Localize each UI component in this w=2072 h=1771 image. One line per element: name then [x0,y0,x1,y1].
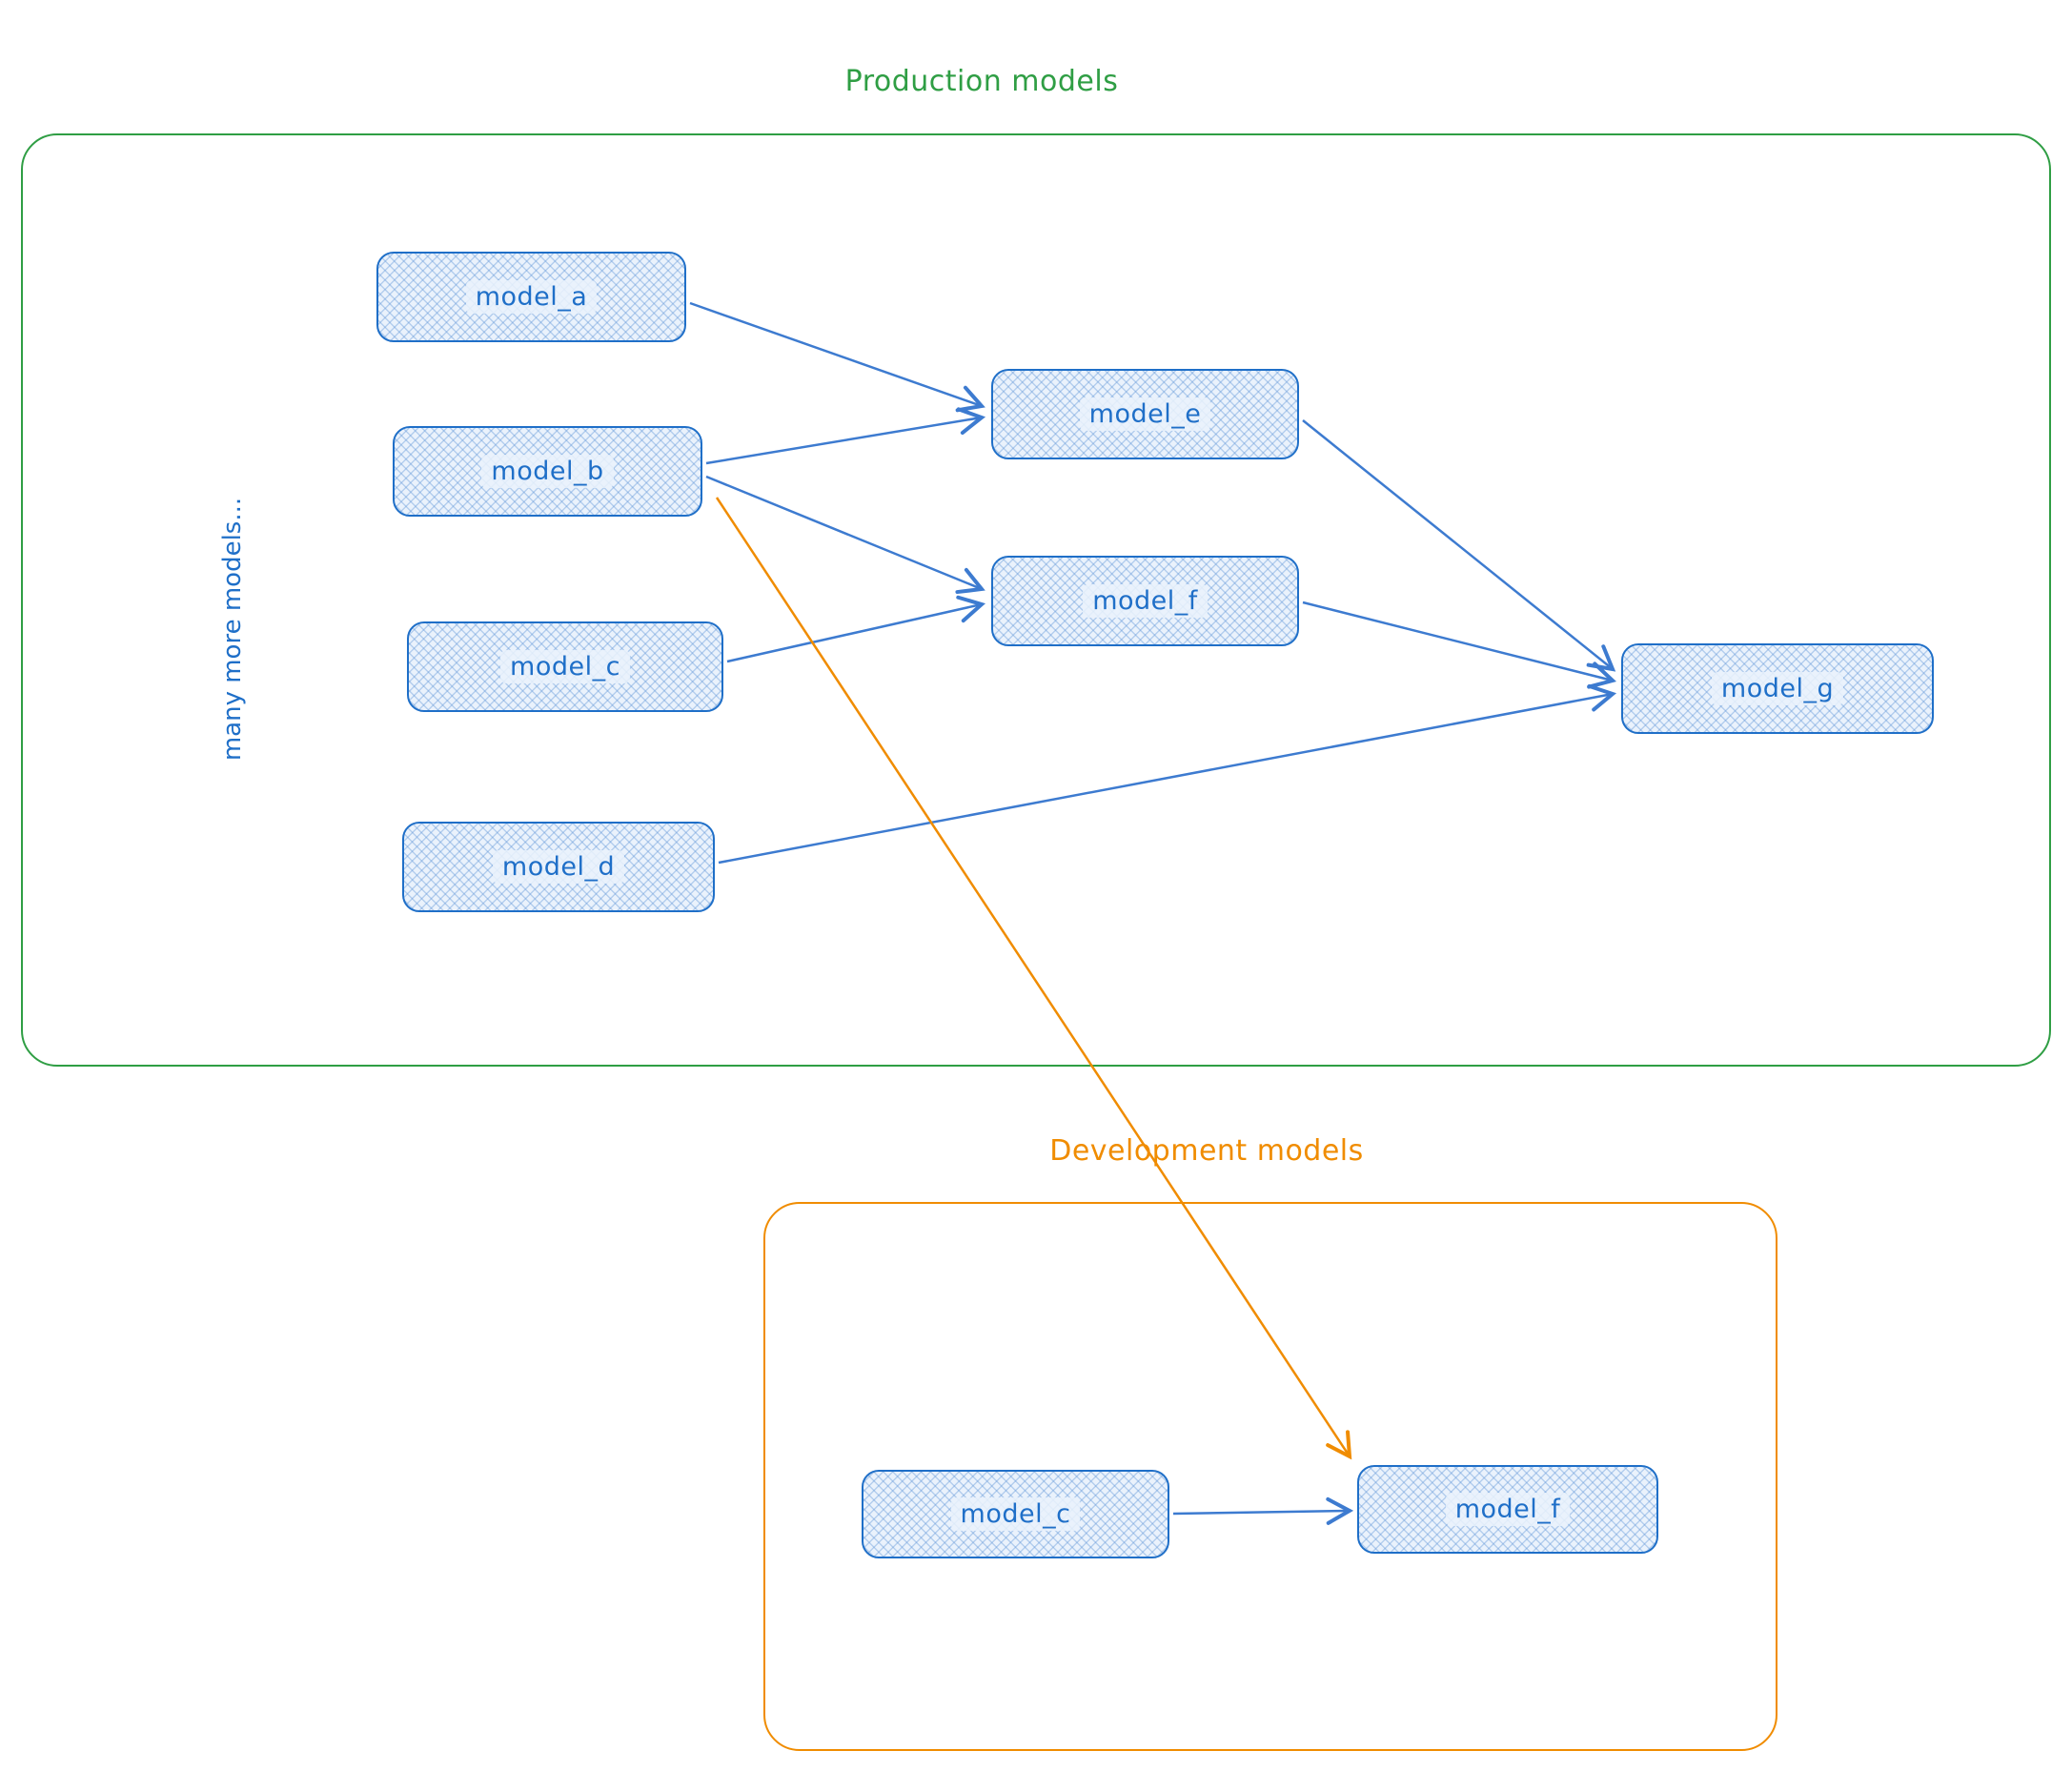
node-production-model-c: model_c [407,621,723,712]
node-label-model-f: model_f [1083,584,1208,618]
development-frame-title: Development models [1049,1134,1364,1168]
node-production-model-b: model_b [393,426,702,517]
node-development-model-c: model_c [862,1470,1169,1558]
production-frame-title: Production models [844,65,1119,98]
node-production-model-d: model_d [402,822,715,912]
node-label-dev-model-c: model_c [950,1497,1081,1531]
node-label-model-c: model_c [500,650,630,683]
node-production-model-f: model_f [991,556,1299,646]
node-label-model-b: model_b [481,455,614,488]
node-label-dev-model-f: model_f [1445,1493,1571,1526]
node-production-model-a: model_a [376,252,686,342]
node-label-model-g: model_g [1711,672,1844,705]
many-more-models-label: many more models... [218,497,247,762]
node-production-model-g: model_g [1621,643,1934,734]
node-production-model-e: model_e [991,369,1299,459]
node-label-model-d: model_d [492,850,625,884]
node-label-model-a: model_a [465,280,598,314]
node-label-model-e: model_e [1079,397,1211,431]
node-development-model-f: model_f [1357,1465,1658,1554]
